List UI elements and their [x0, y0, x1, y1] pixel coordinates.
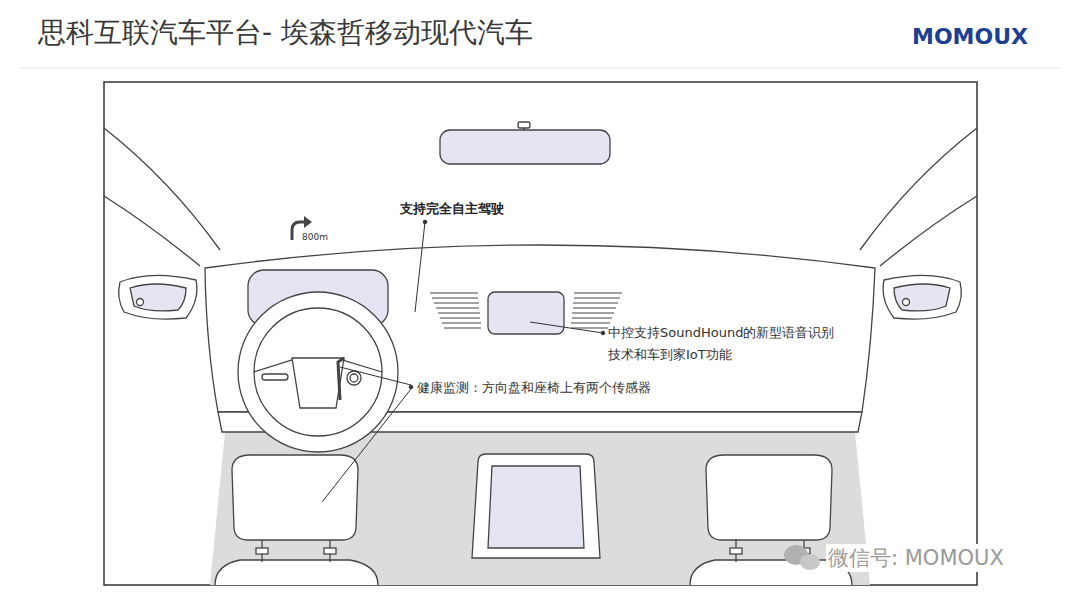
car-lines [104, 71, 977, 585]
watermark: 微信号: MOMOUX [826, 544, 1006, 572]
callout-text: 支持完全自主驾驶 [400, 200, 504, 218]
leader-lines [322, 220, 605, 502]
callout-text: 中控支持SoundHound的新型语音识别 技术和车到家IoT功能 [608, 322, 848, 366]
wechat-icon [784, 545, 820, 570]
title-rule [20, 68, 1060, 69]
brand-logo: MOMOUX [912, 24, 1028, 49]
callout-text: 健康监测：方向盘和座椅上有两个传感器 [417, 379, 651, 397]
slide-title: 思科互联汽车平台- 埃森哲移动现代汽车 [38, 14, 533, 52]
frame [104, 82, 977, 585]
distance-label: 800m [302, 232, 328, 242]
